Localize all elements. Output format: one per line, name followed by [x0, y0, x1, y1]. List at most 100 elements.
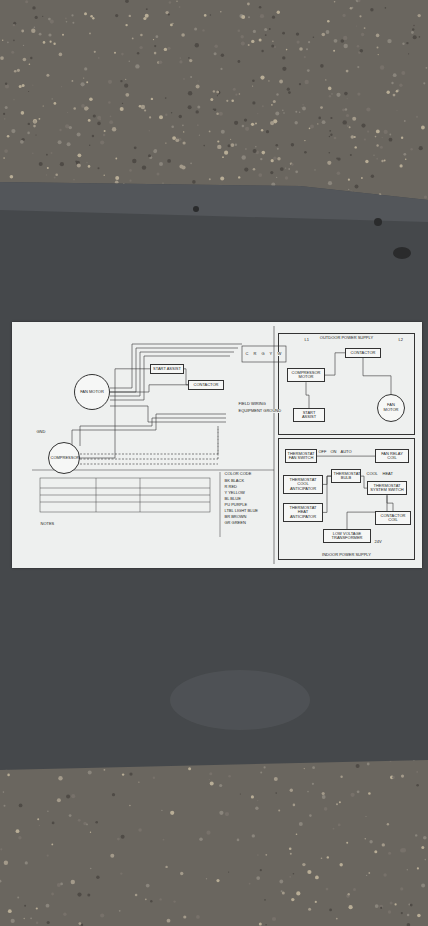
gravel-stone: [192, 180, 196, 184]
gravel-stone: [314, 169, 315, 170]
wire-connector: [323, 476, 331, 512]
gravel-stone: [157, 172, 160, 175]
gravel-stone: [197, 106, 200, 109]
gravel-stone: [318, 117, 321, 120]
panel-smudge: [170, 670, 310, 730]
gravel-stone: [356, 0, 360, 2]
gravel-stone: [14, 70, 17, 73]
gravel-stone: [296, 891, 300, 895]
gravel-stone: [396, 110, 397, 111]
gravel-stone: [34, 26, 36, 28]
gravel-stone: [90, 832, 91, 833]
gravel-stone: [279, 80, 283, 84]
gravel-stone: [421, 846, 424, 849]
gravel-stone: [115, 176, 119, 180]
gravel-stone: [405, 158, 407, 160]
gravel-stone: [47, 855, 49, 857]
gravel-stone: [382, 843, 385, 846]
gravel-stone: [249, 883, 251, 885]
gravel-stone: [299, 112, 301, 114]
gravel-stone: [47, 921, 50, 924]
gravel-stone: [125, 0, 129, 3]
gravel-stone: [219, 112, 223, 116]
gravel-stone: [36, 922, 38, 924]
gravel-stone: [289, 847, 292, 850]
gravel-stone: [228, 872, 229, 873]
gravel-stone: [173, 900, 175, 902]
gravel-stone: [270, 171, 273, 174]
gravel-stone: [326, 30, 330, 34]
component-label: COMPRESSOR: [51, 456, 78, 461]
gravel-stone: [72, 22, 74, 24]
gravel-stone: [344, 44, 348, 48]
gravel-stone: [357, 93, 360, 96]
gravel-stone: [329, 152, 331, 154]
gravel-stone: [0, 848, 2, 850]
gravel-stone: [39, 162, 43, 166]
gravel-stone: [39, 118, 41, 120]
gravel-stone: [224, 151, 228, 155]
gravel-stone: [356, 25, 357, 26]
gravel-stone: [153, 777, 155, 779]
gravel-stone: [310, 125, 314, 129]
gravel-stone: [378, 54, 379, 55]
gravel-stone: [109, 120, 113, 124]
gravel-stone: [209, 178, 211, 180]
gravel-stone: [2, 40, 3, 41]
gravel-stone: [165, 97, 167, 99]
gravel-stone: [278, 810, 280, 812]
gravel-stone: [265, 34, 267, 36]
gravel-stone: [53, 43, 55, 45]
gravel-stone: [330, 117, 332, 119]
gravel-stone: [411, 31, 414, 34]
component-box: CONTACTOR COIL: [375, 511, 411, 525]
gravel-stone: [346, 842, 348, 844]
gravel-stone: [302, 863, 305, 866]
gravel-stone: [416, 116, 418, 118]
component-box: THERMOSTAT SYSTEM SWITCH: [367, 481, 407, 495]
gravel-stone: [302, 104, 303, 105]
gravel-stone: [46, 904, 50, 908]
gravel-stone: [137, 52, 139, 54]
gravel-stone: [368, 792, 371, 795]
gravel-stone: [3, 157, 5, 159]
gravel-stone: [274, 46, 276, 48]
gravel-stone: [63, 913, 66, 916]
gravel-stone: [328, 87, 332, 91]
component-label: START ASSIST: [296, 411, 323, 420]
gravel-stone: [271, 45, 274, 48]
gravel-stone: [30, 57, 32, 59]
gravel-stone: [304, 768, 305, 769]
gravel-stone: [39, 825, 40, 826]
gravel-stone: [277, 148, 279, 150]
gravel-stone: [86, 162, 88, 164]
gravel-stone: [199, 135, 200, 136]
gravel-stone: [66, 794, 70, 798]
gravel-stone: [244, 119, 247, 122]
gravel-stone: [199, 838, 203, 842]
gravel-stone: [43, 105, 44, 106]
gravel-stone: [359, 15, 361, 17]
component-box: THERMOSTAT HEAT ANTICIPATOR: [283, 503, 323, 522]
gravel-stone: [326, 888, 329, 891]
gravel-stone: [355, 185, 359, 189]
gravel-stone: [182, 124, 184, 126]
gravel-stone: [382, 137, 383, 138]
gravel-stone: [407, 869, 408, 870]
gravel-stone: [406, 42, 408, 44]
terminal-letter: R: [253, 352, 257, 356]
wire-connector: [306, 382, 309, 408]
gravel-stone: [374, 850, 377, 853]
gravel-stone: [21, 111, 25, 115]
gravel-stone: [351, 793, 355, 797]
gravel-stone: [171, 112, 172, 113]
gravel-stone: [237, 839, 240, 842]
component-label: COMPRESSOR MOTOR: [290, 371, 323, 380]
gravel-stone: [260, 76, 264, 80]
gravel-stone: [4, 149, 8, 153]
gravel-stone: [417, 914, 421, 918]
gravel-stone: [348, 893, 350, 895]
gravel-stone: [196, 915, 200, 919]
wiring-label: 24V: [374, 540, 382, 544]
gravel-stone: [51, 844, 53, 846]
